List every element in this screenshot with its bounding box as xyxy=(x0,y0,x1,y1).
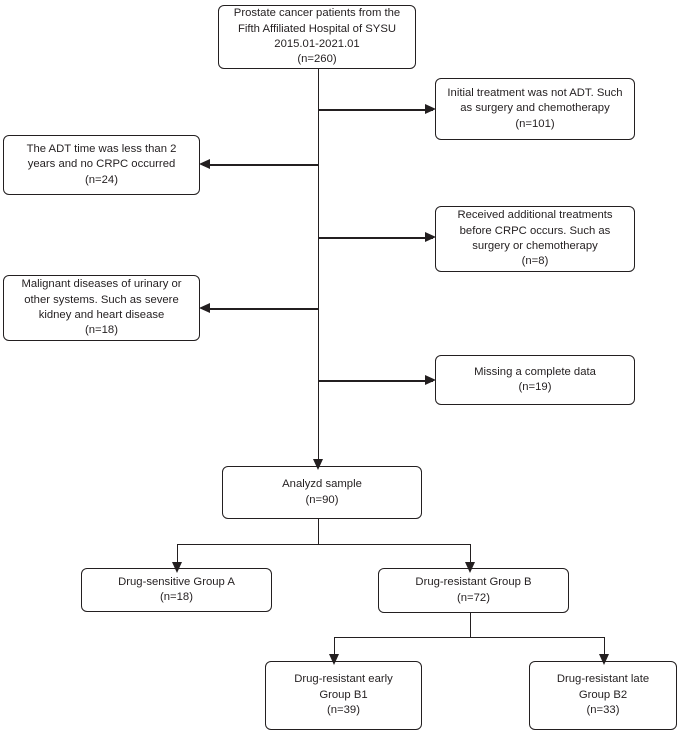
arrow-to-group-b xyxy=(464,562,475,573)
node-exclude-malignant-label: Malignant diseases of urinary or other s… xyxy=(21,278,182,337)
node-group-b2-label: Drug-resistant late Group B2 (n=33) xyxy=(556,673,650,717)
node-exclude-adt-short-label: The ADT time was less than 2 years and n… xyxy=(26,142,177,186)
edge-source-to-malignant xyxy=(203,308,319,310)
node-exclude-additional-treatment-label: Received additional treatments before CR… xyxy=(457,209,613,268)
node-exclude-missing-data[interactable]: Missing a complete data (n=19) xyxy=(435,355,635,405)
node-group-b-label: Drug-resistant Group B (n=72) xyxy=(415,576,532,604)
edge-group-b-stem xyxy=(469,613,472,637)
arrow-to-group-b2 xyxy=(598,654,609,665)
node-analyzed-sample[interactable]: Analyzd sample (n=90) xyxy=(222,466,422,519)
node-group-b1-label: Drug-resistant early Group B1 (n=39) xyxy=(294,673,393,717)
node-group-a[interactable]: Drug-sensitive Group A (n=18) xyxy=(81,568,272,612)
edge-group-b-to-b1 xyxy=(333,636,336,659)
edge-analyzed-stem xyxy=(317,519,320,545)
edge-source-to-additional-treatment xyxy=(318,237,433,239)
node-group-b[interactable]: Drug-resistant Group B (n=72) xyxy=(378,568,569,613)
arrow-to-not-adt xyxy=(425,104,436,115)
node-exclude-malignant[interactable]: Malignant diseases of urinary or other s… xyxy=(3,275,200,341)
edge-group-b-crossbar xyxy=(334,636,604,639)
node-exclude-missing-data-label: Missing a complete data (n=19) xyxy=(474,365,596,393)
node-exclude-not-adt-label: Initial treatment was not ADT. Such as s… xyxy=(447,86,623,130)
edge-analyzed-to-group-b xyxy=(469,543,472,567)
node-group-b2[interactable]: Drug-resistant late Group B2 (n=33) xyxy=(529,661,677,730)
edge-source-to-adt-short xyxy=(203,164,319,166)
node-group-b1[interactable]: Drug-resistant early Group B1 (n=39) xyxy=(265,661,422,730)
node-source-label: Prostate cancer patients from the Fifth … xyxy=(233,7,401,66)
arrow-to-malignant xyxy=(199,303,210,314)
arrow-to-additional-treatment xyxy=(425,232,436,243)
node-exclude-not-adt[interactable]: Initial treatment was not ADT. Such as s… xyxy=(435,78,635,140)
arrow-to-adt-short xyxy=(199,159,210,170)
edge-analyzed-crossbar xyxy=(177,543,471,546)
edge-source-to-not-adt xyxy=(318,109,433,111)
edge-source-to-missing-data xyxy=(318,380,433,382)
node-source[interactable]: Prostate cancer patients from the Fifth … xyxy=(218,5,416,69)
edge-spine-main xyxy=(317,68,320,464)
node-exclude-adt-short[interactable]: The ADT time was less than 2 years and n… xyxy=(3,135,200,195)
edge-group-b-to-b2 xyxy=(603,636,606,659)
node-exclude-additional-treatment[interactable]: Received additional treatments before CR… xyxy=(435,206,635,272)
arrow-spine-to-analyzed xyxy=(312,459,323,470)
node-analyzed-sample-label: Analyzd sample (n=90) xyxy=(282,478,362,506)
node-group-a-label: Drug-sensitive Group A (n=18) xyxy=(118,575,235,603)
edge-analyzed-to-group-a xyxy=(176,543,179,567)
arrow-to-group-a xyxy=(171,562,182,573)
arrow-to-group-b1 xyxy=(328,654,339,665)
arrow-to-missing-data xyxy=(425,375,436,386)
